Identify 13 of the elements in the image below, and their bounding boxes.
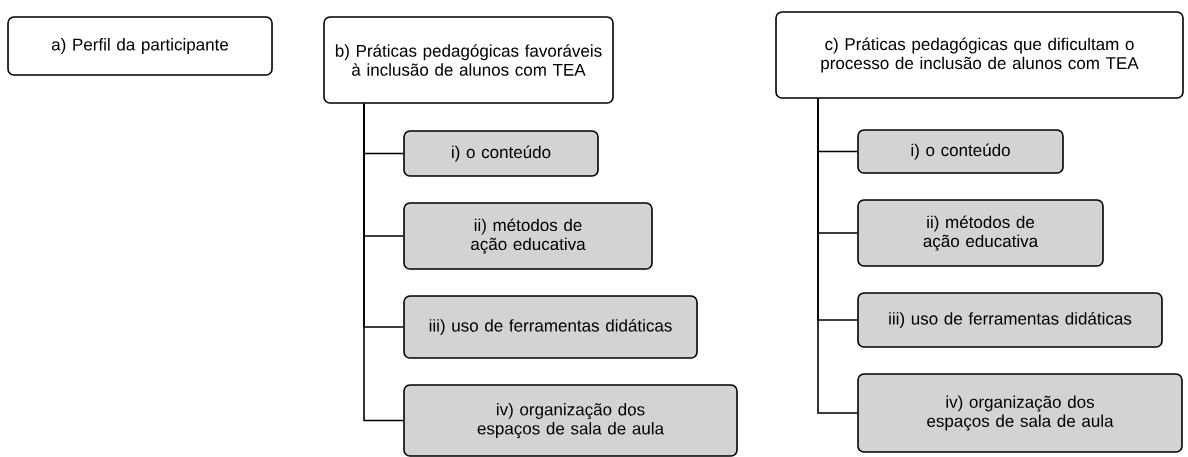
subcategory-box: iii) uso de ferramentas didáticas <box>857 292 1163 348</box>
connector-line <box>817 98 858 414</box>
subcategory-box: iv) organização dos espaços de sala de aula <box>403 384 738 457</box>
subcategory-box: iv) organização dos espaços de sala de aula <box>857 373 1183 453</box>
subcategory-box: ii) métodos de ação educativa <box>403 202 653 270</box>
subcategory-box: i) o conteúdo <box>403 130 599 177</box>
category-box: c) Práticas pedagógicas que dificultam o processo de inclusão de alunos com TEA <box>775 11 1184 99</box>
category-box: a) Perfil da participante <box>7 16 273 76</box>
subcategory-box: iii) uso de ferramentas didáticas <box>403 295 698 359</box>
category-box: b) Práticas pedagógicas favoráveis à inclusão de alunos com TEA <box>323 16 614 104</box>
connector-line <box>363 103 404 422</box>
subcategory-box: ii) métodos de ação educativa <box>857 199 1104 267</box>
subcategory-box: i) o conteúdo <box>857 129 1064 174</box>
